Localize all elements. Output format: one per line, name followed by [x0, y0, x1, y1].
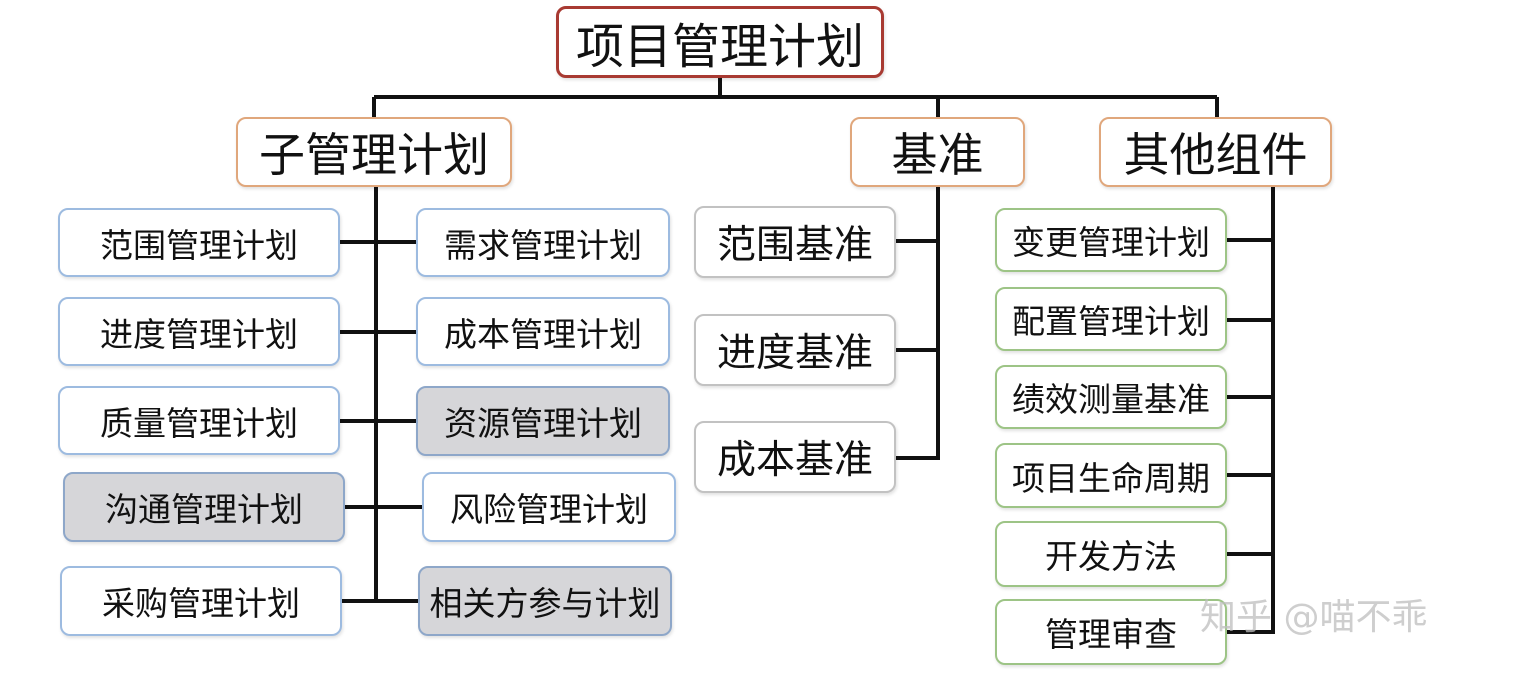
baseline-scope: 范围基准: [694, 206, 896, 278]
sub-plan-stakeholder: 相关方参与计划: [418, 566, 672, 636]
sub-plan-communications: 沟通管理计划: [63, 472, 345, 542]
root-label: 项目管理计划: [575, 19, 864, 75]
watermark-text: 知乎 @喵不乖: [1200, 597, 1428, 638]
category-sub-plans: 子管理计划: [236, 117, 512, 187]
sub-plan-quality: 质量管理计划: [58, 386, 340, 455]
other-management-review: 管理审查: [995, 599, 1227, 665]
sub-plan-scope: 范围管理计划: [58, 208, 340, 277]
other-performance-measurement-baseline: 绩效测量基准: [995, 365, 1227, 429]
category-other-components: 其他组件: [1099, 117, 1332, 187]
sub-plan-procurement: 采购管理计划: [60, 566, 342, 636]
category-baselines: 基准: [850, 117, 1025, 187]
other-development-approach: 开发方法: [995, 521, 1227, 587]
sub-plan-risk: 风险管理计划: [422, 472, 676, 542]
sub-plan-resource: 资源管理计划: [416, 386, 670, 456]
sub-plan-cost: 成本管理计划: [416, 297, 670, 366]
sub-plan-schedule: 进度管理计划: [58, 297, 340, 366]
other-configuration-management-plan: 配置管理计划: [995, 287, 1227, 351]
sub-plan-requirements: 需求管理计划: [416, 208, 670, 277]
baseline-schedule: 进度基准: [694, 314, 896, 386]
other-project-life-cycle: 项目生命周期: [995, 443, 1227, 508]
root-node: 项目管理计划: [556, 6, 884, 78]
other-change-management-plan: 变更管理计划: [995, 208, 1227, 272]
baseline-cost: 成本基准: [694, 421, 896, 493]
